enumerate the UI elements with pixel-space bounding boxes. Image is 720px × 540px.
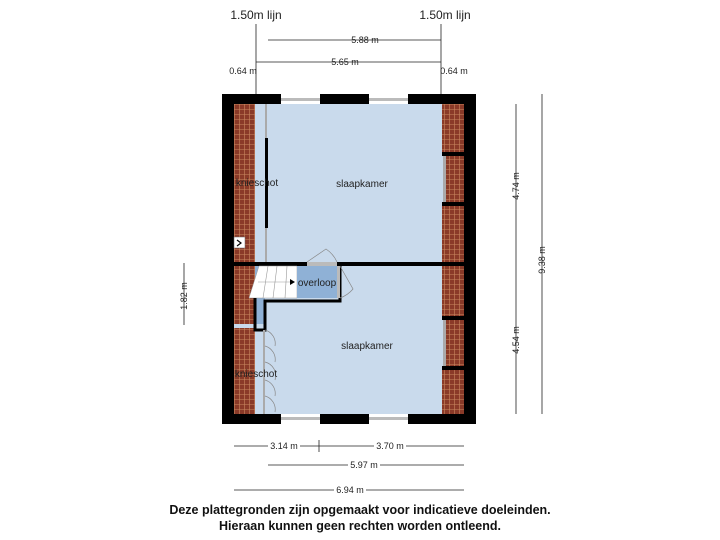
upper-bedroom-label: slaapkamer xyxy=(336,179,388,190)
window-right-upper xyxy=(443,156,446,202)
door-swing-upper xyxy=(306,248,338,263)
dim-bottom-left: 3.14 m xyxy=(270,441,298,451)
window-glass xyxy=(281,417,320,420)
roof-tiles-right-2 xyxy=(446,156,464,202)
upper-kneewall-label: knieschot xyxy=(236,178,278,189)
dim-bottom-total: 6.94 m xyxy=(336,485,364,495)
dim-top-inner: 5.65 m xyxy=(331,57,359,67)
dim-bg xyxy=(348,459,380,471)
stair-treads xyxy=(258,265,292,299)
window-right-lower xyxy=(443,320,446,366)
door-opening xyxy=(307,262,337,266)
dim-right-total: 9.38 m xyxy=(537,246,547,274)
wall-segment xyxy=(442,316,464,320)
roof-tiles-left-lower xyxy=(234,328,255,414)
dim-bottom-mid: 5.97 m xyxy=(350,460,378,470)
wall-segment xyxy=(442,152,464,156)
dim-top-outer: 5.88 m xyxy=(351,35,379,45)
hatch-arrow-icon xyxy=(236,239,242,247)
roof-tiles-right-5 xyxy=(446,320,464,366)
window-glass xyxy=(281,98,320,101)
dim-bottom-right: 3.70 m xyxy=(376,441,404,451)
landing-door xyxy=(337,266,340,298)
dim-bg xyxy=(268,440,300,452)
wall-segment xyxy=(442,366,464,370)
lower-bedroom-label: slaapkamer xyxy=(341,341,393,352)
dim-bg xyxy=(374,440,406,452)
stair-arrow-icon xyxy=(290,279,295,285)
upper-bedroom-floor xyxy=(234,104,464,262)
middle-wall xyxy=(222,262,476,266)
line-150-right-label: 1.50m lijn xyxy=(419,8,470,22)
dim-bg xyxy=(334,484,366,496)
dim-left-stair: 1.82 m xyxy=(179,282,189,310)
kneewall-doors xyxy=(263,330,265,414)
roof-tiles-left-mid xyxy=(234,266,255,324)
landing-label: overloop xyxy=(298,278,337,289)
roof-tiles-left-upper xyxy=(234,104,255,262)
dim-right-lower: 4.54 m xyxy=(511,326,521,354)
roof-tiles-right-1 xyxy=(442,104,464,152)
window-glass xyxy=(369,98,408,101)
landing-floor xyxy=(297,266,337,298)
wall-segment xyxy=(442,202,464,206)
disclaimer-line-1: Deze plattegronden zijn opgemaakt voor i… xyxy=(169,503,551,517)
roof-tiles-right-3 xyxy=(442,206,464,262)
line-150-left-label: 1.50m lijn xyxy=(230,8,281,22)
disclaimer-line-2: Hieraan kunnen geen rechten worden ontle… xyxy=(219,519,501,533)
dim-top-right: 0.64 m xyxy=(440,66,468,76)
roof-tiles-right-6 xyxy=(442,370,464,414)
kneewall-partition-solid xyxy=(265,138,268,228)
dim-top-left: 0.64 m xyxy=(229,66,257,76)
roof-tiles-right-4 xyxy=(442,266,464,316)
cupboard-door-swings xyxy=(264,329,276,413)
lower-kneewall-label: knieschot xyxy=(235,369,277,380)
window-glass xyxy=(369,417,408,420)
door-swing-landing xyxy=(339,265,354,299)
dim-right-upper: 4.74 m xyxy=(511,172,521,200)
